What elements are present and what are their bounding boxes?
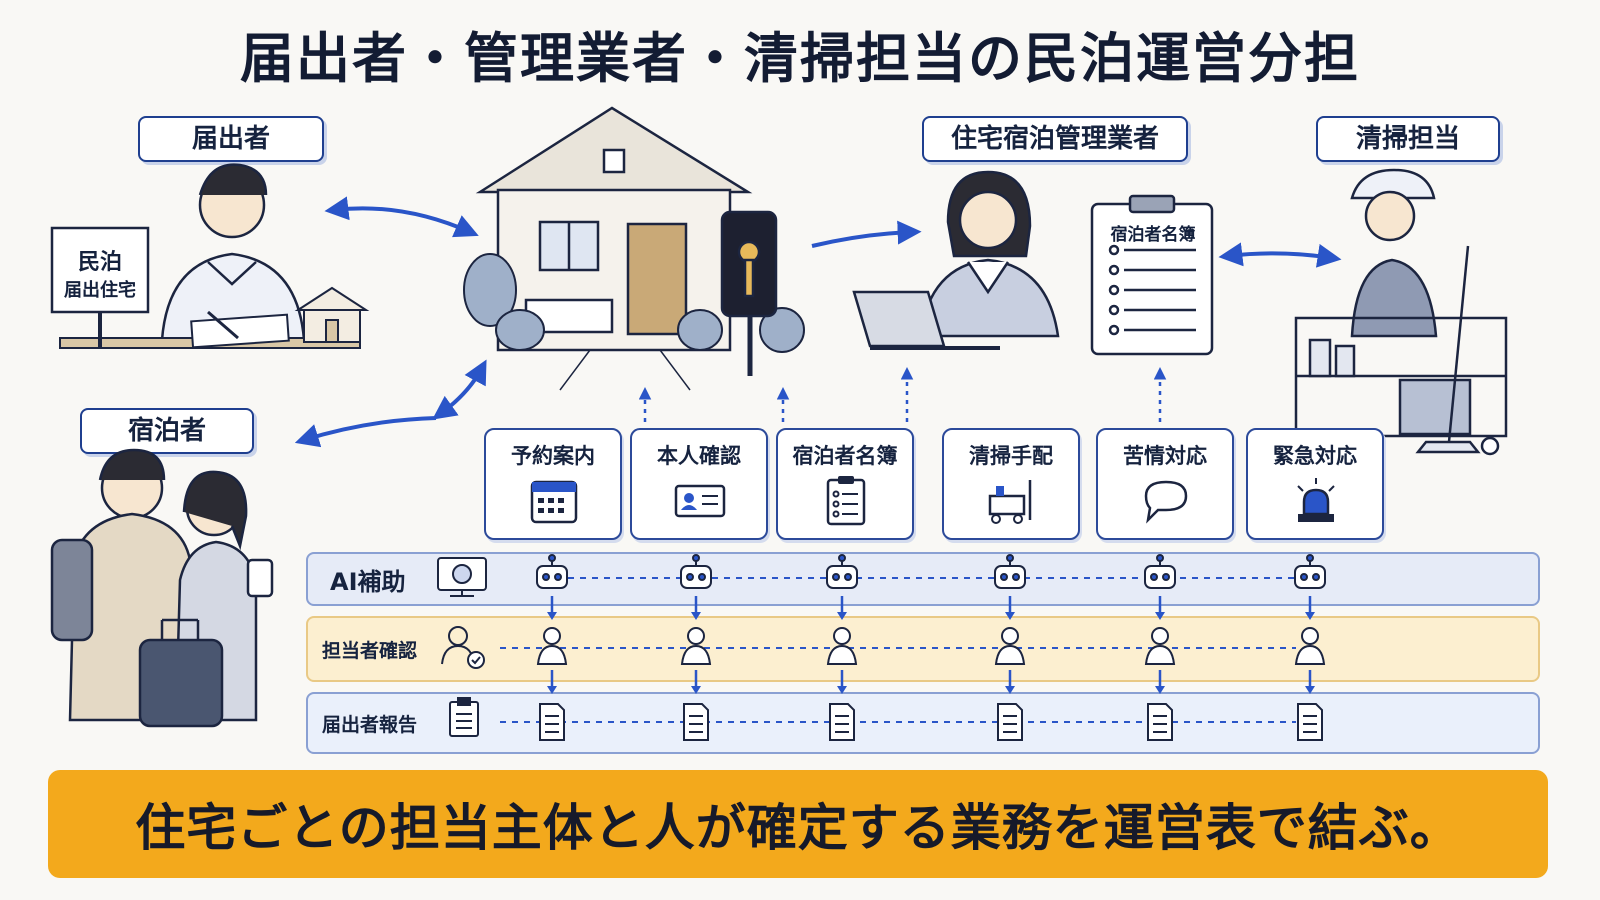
task-card-guest-register: 宿泊者名簿 — [776, 428, 914, 540]
sign-text-line2: 届出住宅 — [64, 280, 136, 301]
row-notifier-report — [306, 692, 1540, 754]
speech-bubble-icon — [1144, 480, 1188, 524]
role-label-notifier: 届出者 — [138, 116, 324, 162]
bushes — [463, 253, 805, 353]
laptop-icon — [852, 290, 1000, 350]
manager-person — [918, 170, 1060, 338]
clipboard-register — [1090, 194, 1214, 356]
id-card-icon — [674, 484, 726, 518]
row-label-ai: AI補助 — [330, 568, 406, 596]
task-card-emergency: 緊急対応 — [1246, 428, 1384, 540]
task-label: 清掃手配 — [969, 444, 1053, 468]
arrow-guest-house — [432, 359, 487, 420]
row-label-staff: 担当者確認 — [322, 640, 418, 662]
sign-text-line1: 民泊 — [77, 250, 122, 275]
smart-key-box — [720, 210, 778, 376]
task-label: 緊急対応 — [1273, 444, 1357, 468]
task-card-identity: 本人確認 — [630, 428, 768, 540]
small-house-icon — [294, 286, 370, 343]
task-card-complaint: 苦情対応 — [1096, 428, 1234, 540]
page-title: 届出者・管理業者・清掃担当の民泊運営分担 — [240, 27, 1360, 90]
clipboard-title: 宿泊者名簿 — [1110, 225, 1196, 245]
task-label: 予約案内 — [511, 444, 595, 468]
arrow-to-guest — [294, 416, 437, 448]
alarm-light-icon — [1297, 478, 1335, 522]
task-card-reservation: 予約案内 — [484, 428, 622, 540]
notifier-paper — [190, 313, 290, 349]
summary-banner: 住宅ごとの担当主体と人が確定する業務を運営表で結ぶ。 — [48, 770, 1548, 878]
minpaku-sign — [50, 226, 150, 314]
arrow-clipboard-cleaner — [1218, 242, 1342, 268]
arrow-house-manager — [811, 220, 922, 248]
arrow-notifier-house — [324, 196, 479, 238]
guest-couple — [50, 448, 274, 728]
notifier-person — [160, 163, 306, 341]
checklist-icon — [826, 476, 866, 526]
calendar-icon — [530, 480, 578, 524]
cleaner-person — [1350, 168, 1438, 338]
cleaning-cart-icon — [988, 480, 1032, 524]
task-label: 苦情対応 — [1123, 444, 1207, 468]
row-ai-assist — [306, 552, 1540, 606]
task-card-cleaning: 清掃手配 — [942, 428, 1080, 540]
row-staff-check — [306, 616, 1540, 682]
role-label-cleaner: 清掃担当 — [1316, 116, 1500, 162]
row-label-report: 届出者報告 — [322, 714, 418, 736]
role-label-manager: 住宅宿泊管理業者 — [922, 116, 1188, 162]
task-label: 本人確認 — [657, 444, 741, 468]
task-label: 宿泊者名簿 — [792, 444, 898, 468]
summary-banner-text: 住宅ごとの担当主体と人が確定する業務を運営表で結ぶ。 — [135, 799, 1461, 857]
role-label-guest: 宿泊者 — [80, 408, 254, 454]
